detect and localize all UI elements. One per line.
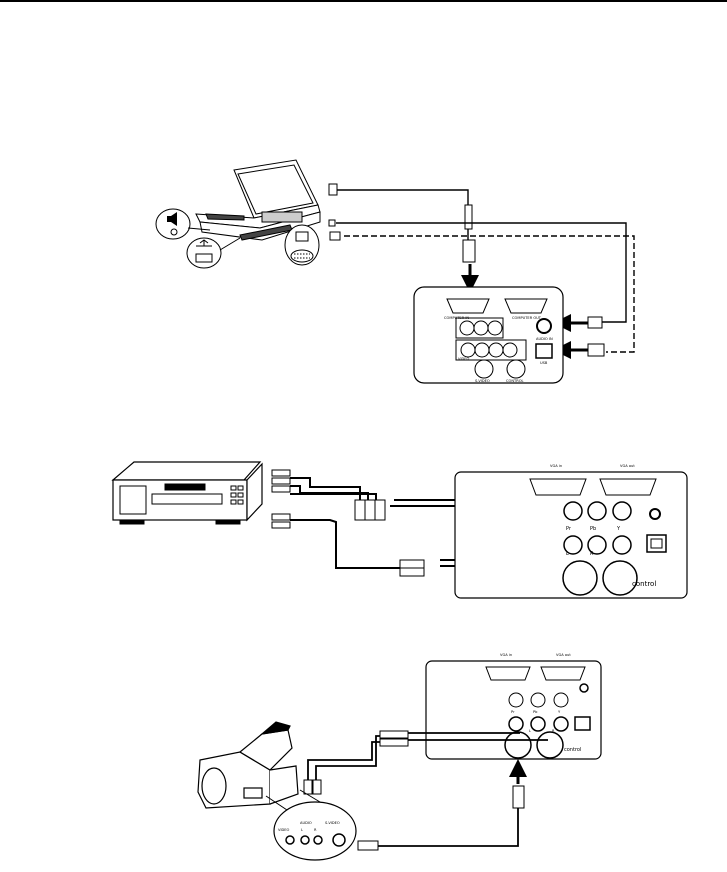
label-control: CONTROL: [506, 379, 524, 383]
label-r: R: [590, 551, 594, 557]
dvd-player-illustration: [111, 461, 263, 525]
label-control-3: control: [564, 747, 581, 753]
projector-panel-3: VGA in VGA out Pr Pb Y L R control: [425, 653, 602, 760]
label-usb: USB: [540, 361, 548, 365]
cable-runs: [328, 183, 635, 353]
camcorder-label-l: L: [301, 828, 303, 832]
usb-port-callout: [186, 237, 241, 269]
label-l: L: [566, 551, 569, 557]
projector-panel-1: COMPUTER IN COMPUTER OUT AUDIO IN USB VI…: [413, 286, 564, 384]
label-control-2: control: [632, 580, 656, 588]
projector-panel-2: VGA in VGA out Pr Pb Y L R control: [454, 464, 688, 599]
label-vga-in: VGA in: [550, 464, 562, 468]
label-audio-in: AUDIO IN: [536, 337, 553, 341]
monitor-icon: [295, 231, 309, 242]
laptop-illustration: [195, 159, 321, 241]
camcorder-ports-callout: VIDEO AUDIO L R S-VIDEO: [265, 789, 357, 861]
label-l-3: L: [529, 729, 531, 733]
usb-plug: [587, 343, 605, 357]
speaker-icon: [167, 212, 177, 226]
label-pb-3: Pb: [533, 710, 538, 714]
label-video: VIDEO: [458, 357, 470, 361]
label-computer-out: COMPUTER OUT: [512, 316, 542, 320]
diagram-computer-connection: COMPUTER IN COMPUTER OUT AUDIO IN USB VI…: [155, 159, 635, 384]
camcorder-label-audio: AUDIO: [300, 821, 312, 825]
label-y-3: Y: [558, 710, 561, 714]
vga-port-callout: [284, 224, 320, 266]
audio-port-callout: [155, 208, 211, 240]
usb-icon: [196, 239, 212, 247]
label-vga-out: VGA out: [620, 464, 635, 468]
cable-runs-3: [307, 732, 548, 847]
camcorder-label-s-video: S-VIDEO: [325, 821, 340, 825]
label-pr-3: Pr: [511, 710, 515, 714]
diagram-component-connection: VGA in VGA out Pr Pb Y L R control: [111, 461, 688, 599]
label-vga-out-3: VGA out: [556, 653, 571, 657]
label-y: Y: [616, 526, 621, 532]
camcorder-label-video: VIDEO: [278, 828, 290, 832]
camcorder-label-r: R: [314, 828, 317, 832]
diagram-camcorder-connection: VGA in VGA out Pr Pb Y L R control: [197, 653, 602, 861]
label-pr: Pr: [566, 526, 572, 532]
audio-plug: [587, 316, 603, 329]
header-rule: [0, 0, 727, 2]
label-r-3: R: [552, 729, 555, 733]
camcorder-illustration: [197, 721, 299, 809]
label-vga-in-3: VGA in: [500, 653, 512, 657]
label-pb: Pb: [590, 526, 596, 532]
label-s-video: S-VIDEO: [475, 379, 490, 383]
